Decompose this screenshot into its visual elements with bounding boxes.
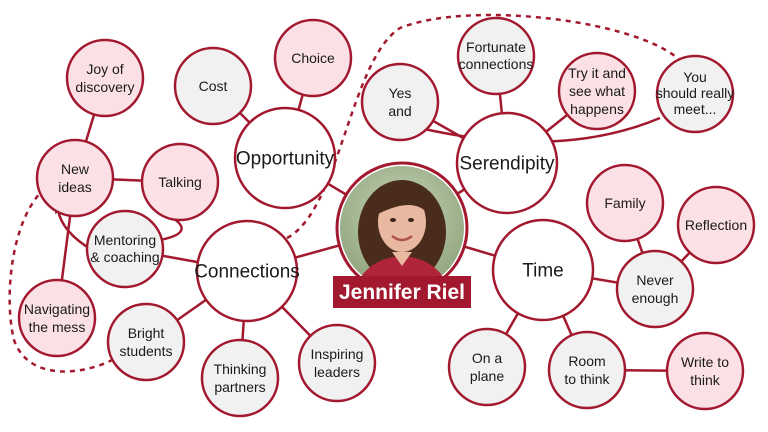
- node-label: Reflection: [685, 217, 747, 233]
- node-circle: [455, 111, 559, 215]
- node-label: Cost: [199, 78, 228, 94]
- node-label: Time: [522, 261, 564, 282]
- hub-time: Time: [491, 218, 595, 322]
- node-mentoring: Mentoring& coaching: [85, 209, 165, 289]
- node-label: Talking: [158, 174, 202, 190]
- node-circle: [200, 338, 280, 418]
- node-circle: [85, 209, 165, 289]
- node-circle: [655, 54, 735, 134]
- node-circle: [676, 185, 756, 265]
- node-circle: [65, 38, 145, 118]
- node-reflection: Reflection: [676, 185, 756, 265]
- dashed-new-ideas-loop: [8, 187, 113, 373]
- node-label: Serendipity: [459, 154, 555, 175]
- node-circle: [456, 16, 536, 96]
- node-circle: [233, 106, 337, 210]
- node-family: Family: [585, 163, 665, 243]
- node-circle: [35, 138, 115, 218]
- portrait-photo: [340, 166, 464, 290]
- center-name: Jennifer Riel: [339, 281, 465, 304]
- node-circle: [273, 18, 353, 98]
- node-circle: [547, 330, 627, 410]
- node-choice: Choice: [273, 18, 353, 98]
- node-circle: [140, 142, 220, 222]
- node-label: Mentoring& coaching: [90, 232, 159, 265]
- node-label: Family: [604, 195, 645, 211]
- node-circle: [665, 331, 745, 411]
- node-talking: Talking: [140, 142, 220, 222]
- center-photo: Jennifer Riel: [333, 161, 471, 308]
- node-label: Choice: [291, 50, 335, 66]
- node-circle: [17, 278, 97, 358]
- hub-opportunity: Opportunity: [233, 106, 337, 210]
- node-label: Connections: [194, 262, 300, 283]
- node-circle: [557, 51, 637, 131]
- hub-connections: Connections: [194, 219, 300, 323]
- node-circle: [360, 62, 440, 142]
- node-circle: [297, 323, 377, 403]
- name-banner: [333, 276, 471, 308]
- node-circle: [173, 46, 253, 126]
- node-label: Opportunity: [236, 149, 335, 170]
- node-circle: [106, 302, 186, 382]
- node-circle: [615, 249, 695, 329]
- hub-serendipity: Serendipity: [455, 111, 559, 215]
- node-circle: [195, 219, 299, 323]
- node-circle: [491, 218, 595, 322]
- node-circle: [585, 163, 665, 243]
- node-circle: [447, 327, 527, 407]
- node-cost: Cost: [173, 46, 253, 126]
